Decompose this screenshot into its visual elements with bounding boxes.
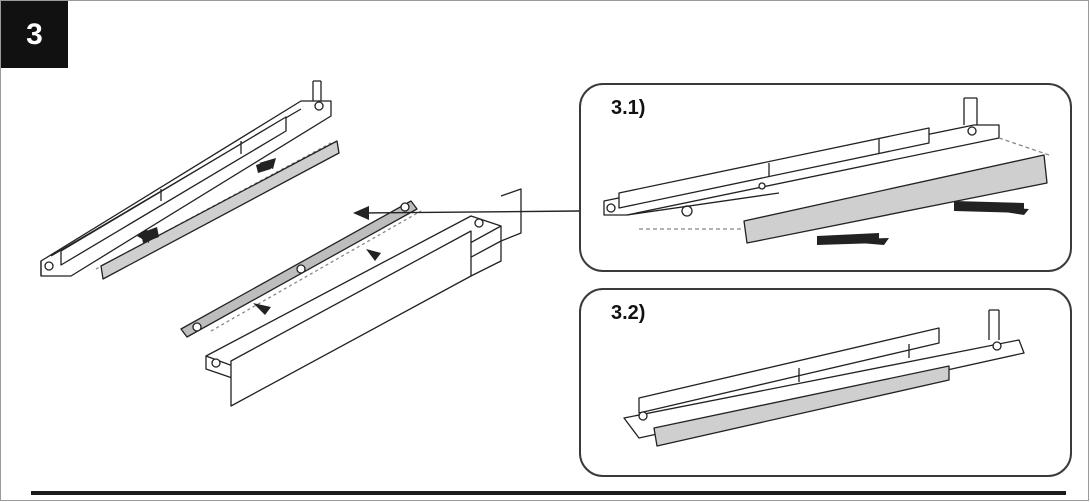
handle-bar — [180, 200, 418, 338]
clip-strip-left — [100, 140, 340, 280]
bottom-divider — [31, 491, 1066, 495]
main-assembly-illustration — [40, 80, 580, 407]
right-rail — [205, 188, 522, 407]
detail-panel-3-2: 3.2) — [579, 288, 1072, 477]
detail-3-1-illustration — [603, 97, 1050, 245]
clip-strip-3-1 — [743, 154, 1048, 244]
step-number-badge: 3 — [1, 1, 68, 68]
detail-3-2-illustration — [623, 309, 1025, 447]
panel-label-3-1: 3.1) — [611, 97, 646, 119]
clip-strip-3-2 — [653, 365, 950, 447]
callout-arrow — [353, 206, 580, 220]
left-rail — [40, 80, 332, 277]
detail-panel-3-1: 3.1) — [579, 83, 1072, 272]
panel-label-3-2: 3.2) — [611, 302, 646, 324]
